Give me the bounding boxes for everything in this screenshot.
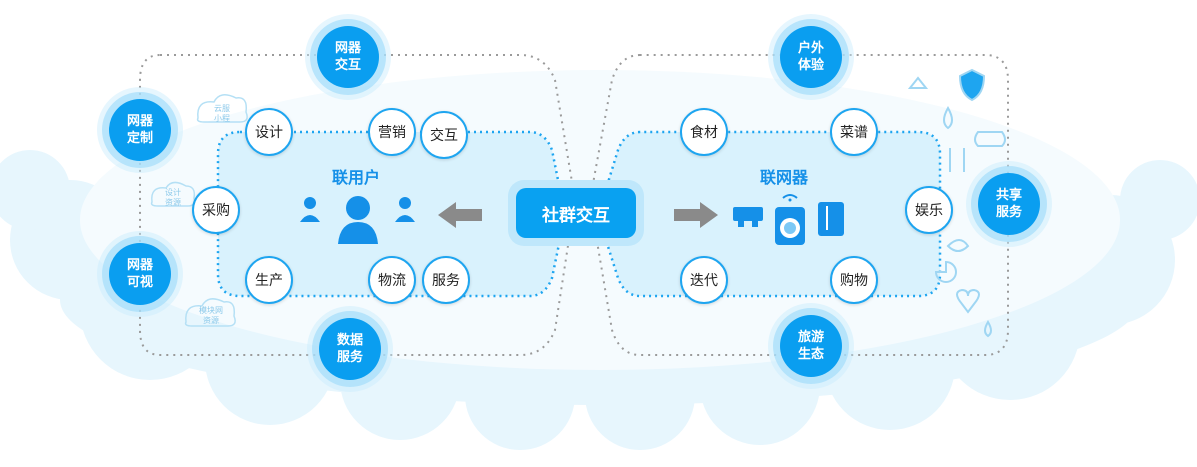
hub-net-interact[interactable]: 网器交互 [317,26,379,88]
right-group-title: 联网器 [760,168,809,187]
center-button-label: 社群交互 [516,188,636,238]
water-drop-icon [943,105,953,130]
gamepad-icon [974,131,1006,147]
left-group-title: 联用户 [332,168,381,187]
right-outer-loop [588,54,1009,356]
node-logistics[interactable]: 物流 [368,256,416,304]
heart-icon [956,288,980,314]
printer-icon [733,207,763,227]
hub-outdoor[interactable]: 户外体验 [780,26,842,88]
left-panel [216,130,567,298]
pie-chart-icon [934,260,957,283]
hanger-icon [907,76,929,89]
fridge-icon [818,202,844,236]
cloud-tag-3: 模块网资源 [199,306,223,325]
arrow-left-icon [438,202,482,228]
node-ingredients[interactable]: 食材 [680,108,728,156]
arrow-right-icon [674,202,718,228]
hub-travel[interactable]: 旅游生态 [780,315,842,377]
node-iterate[interactable]: 迭代 [680,256,728,304]
node-purchase[interactable]: 采购 [192,186,240,234]
washer-icon [775,194,805,245]
node-design[interactable]: 设计 [245,108,293,156]
center-button[interactable]: 社群交互 [508,180,644,246]
hub-net-custom[interactable]: 网器定制 [109,99,171,161]
cloud-tag-1: 云服小程 [214,104,230,123]
decor-icons-right [907,68,1006,338]
node-shopping[interactable]: 购物 [830,256,878,304]
node-interact[interactable]: 交互 [420,111,468,159]
node-marketing[interactable]: 营销 [368,108,416,156]
decor-clouds-left [150,94,248,327]
hub-share-service[interactable]: 共享服务 [978,173,1040,235]
node-recipe[interactable]: 菜谱 [830,108,878,156]
utensils-icon [949,148,965,172]
node-entertainment[interactable]: 娱乐 [905,186,953,234]
node-service[interactable]: 服务 [422,256,470,304]
leaf-icon [946,239,970,252]
shield-icon [958,68,986,102]
right-panel [596,130,942,298]
hub-data-service[interactable]: 数据服务 [319,318,381,380]
cloud-tag-2: 设计资源 [165,188,181,207]
left-outer-loop [139,54,577,356]
node-production[interactable]: 生产 [245,256,293,304]
user-group-icon [300,196,415,244]
hub-net-visual[interactable]: 网器可视 [109,243,171,305]
